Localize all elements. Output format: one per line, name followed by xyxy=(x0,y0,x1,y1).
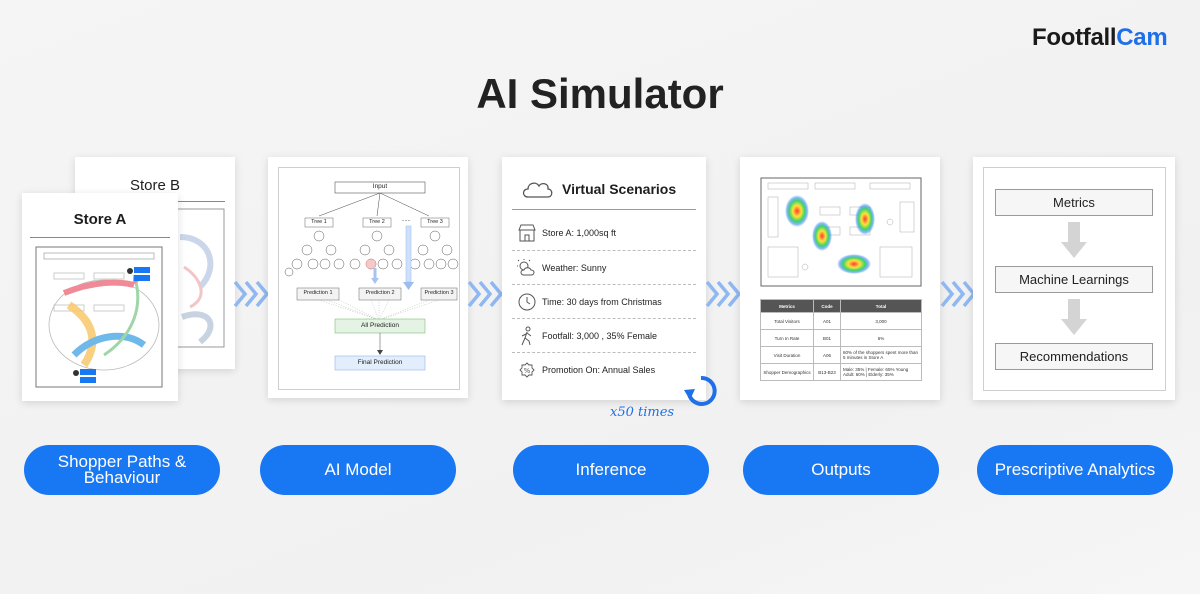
table-row: Shopper Demographics B13-B23 Male: 35% |… xyxy=(760,363,922,381)
col-total: Total xyxy=(840,299,922,313)
scenario-row-time: Time: 30 days from Christmas xyxy=(512,284,696,319)
table-cell: B13-B23 xyxy=(813,363,841,381)
table-cell: Total Visitors xyxy=(760,312,814,330)
col-code: Code xyxy=(813,299,841,313)
random-forest-diagram xyxy=(284,181,459,371)
prediction-2-label: Prediction 2 xyxy=(365,290,395,296)
analytics-card: Metrics Machine Learnings Recommendation… xyxy=(973,157,1175,400)
down-arrow-icon xyxy=(1061,299,1087,335)
clock-icon xyxy=(518,293,536,311)
stage-shopper-paths-button[interactable]: Shopper Paths & Behaviour xyxy=(24,445,220,495)
stage-outputs-button[interactable]: Outputs xyxy=(743,445,939,495)
scenario-row-promotion: % Promotion On: Annual Sales xyxy=(512,352,696,387)
scenario-store-text: Store A: 1,000sq ft xyxy=(542,228,617,238)
table-row: Visit Duration A06 60% of the shoppers s… xyxy=(760,346,922,364)
chevrons-arrow-1 xyxy=(233,280,270,308)
ai-model-frame: Input Tree 1 Tree 2 ...... Tree 3 Predic… xyxy=(278,167,460,390)
table-cell: 60% of the shoppers spent more than 5 mi… xyxy=(840,346,922,364)
stage-inference-button[interactable]: Inference xyxy=(513,445,709,495)
down-arrow-icon xyxy=(1061,222,1087,258)
ai-model-card: Input Tree 1 Tree 2 ...... Tree 3 Predic… xyxy=(268,157,468,398)
store-icon xyxy=(518,224,536,242)
stage-ai-model-button[interactable]: AI Model xyxy=(260,445,456,495)
walking-person-icon xyxy=(521,326,532,346)
scenario-weather-text: Weather: Sunny xyxy=(542,263,607,273)
table-cell: Turn In Rate xyxy=(760,329,814,347)
prediction-3-label: Prediction 3 xyxy=(424,290,454,296)
scenario-header-divider xyxy=(512,209,696,210)
all-prediction-label: All Prediction xyxy=(361,322,399,329)
recommendations-step-box: Recommendations xyxy=(995,343,1153,370)
store-a-divider xyxy=(30,237,170,238)
scenario-promotion-text: Promotion On: Annual Sales xyxy=(542,365,656,375)
table-cell: 6% xyxy=(840,329,922,347)
machine-learnings-step-box: Machine Learnings xyxy=(995,266,1153,293)
outputs-card: Metrics Code Total Total Visitors A01 3,… xyxy=(740,157,940,400)
table-row: Turn In Rate B01 6% xyxy=(760,329,922,347)
repeat-count-label: x50 times xyxy=(610,405,675,420)
table-row: Total Visitors A01 3,000 xyxy=(760,312,922,330)
input-node-label: Input xyxy=(372,183,388,190)
scenario-row-footfall: Footfall: 3,000 , 35% Female xyxy=(512,318,696,353)
chevrons-arrow-3 xyxy=(705,280,742,308)
footfallcam-logo: FootfallCam xyxy=(1032,24,1168,52)
table-cell: Male: 35% | Female: 65% Young Adult: 60%… xyxy=(840,363,922,381)
cloud-icon xyxy=(522,182,553,198)
table-cell: A01 xyxy=(813,312,841,330)
tree-1-label: Tree 1 xyxy=(311,219,327,225)
store-b-floorplan xyxy=(171,208,225,348)
store-a-floorplan xyxy=(35,246,163,388)
final-prediction-label: Final Prediction xyxy=(357,359,403,366)
logo-text-cam: Cam xyxy=(1116,24,1168,51)
tree-ellipsis-label: ...... xyxy=(401,217,411,223)
inference-card: Virtual Scenarios Store A: 1,000sq ft We… xyxy=(502,157,706,400)
tree-3-label: Tree 3 xyxy=(427,219,443,225)
col-metrics: Metrics xyxy=(760,299,814,313)
table-cell: Visit Duration xyxy=(760,346,814,364)
table-cell: B01 xyxy=(813,329,841,347)
chevrons-arrow-2 xyxy=(467,280,504,308)
svg-text:%: % xyxy=(524,367,531,375)
scenario-row-weather: Weather: Sunny xyxy=(512,250,696,285)
table-cell: Shopper Demographics xyxy=(760,363,814,381)
logo-text-footfall: Footfall xyxy=(1032,24,1117,51)
weather-icon xyxy=(517,259,535,276)
table-cell: 3,000 xyxy=(840,312,922,330)
metrics-step-box: Metrics xyxy=(995,189,1153,216)
store-a-card: Store A xyxy=(22,193,178,401)
heatmap-floorplan xyxy=(760,177,922,287)
prediction-1-label: Prediction 1 xyxy=(303,290,333,296)
scenario-time-text: Time: 30 days from Christmas xyxy=(542,297,662,307)
stage-prescriptive-analytics-button[interactable]: Prescriptive Analytics xyxy=(977,445,1173,495)
store-a-label: Store A xyxy=(73,211,127,228)
store-b-label: Store B xyxy=(129,177,181,194)
virtual-scenarios-header: Virtual Scenarios xyxy=(562,181,677,197)
repeat-loop-icon xyxy=(684,375,717,406)
scenario-footfall-text: Footfall: 3,000 , 35% Female xyxy=(542,331,658,341)
percent-tag-icon: % xyxy=(519,362,535,378)
analytics-frame: Metrics Machine Learnings Recommendation… xyxy=(983,167,1166,391)
tree-2-label: Tree 2 xyxy=(369,219,385,225)
page-title: AI Simulator xyxy=(476,70,724,117)
metrics-table: Metrics Code Total Total Visitors A01 3,… xyxy=(760,299,922,381)
table-cell: A06 xyxy=(813,346,841,364)
scenario-row-store: Store A: 1,000sq ft xyxy=(512,216,696,250)
